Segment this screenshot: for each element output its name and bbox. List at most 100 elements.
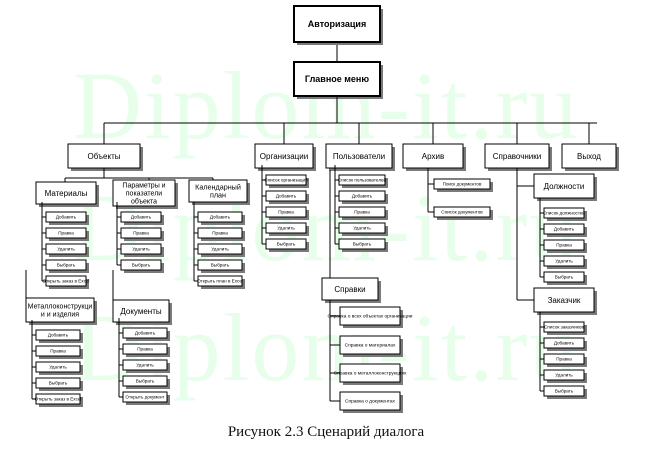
documents-item-label: Открыть документ [125, 395, 165, 400]
calendar-item-label: Правка [212, 231, 228, 236]
metal-item: Выбрать [35, 377, 83, 391]
materials-item: Открыть заказ в Excel [43, 275, 90, 289]
documents-item-label: Выбрать [136, 379, 155, 384]
users-node-label: Пользователи [333, 152, 385, 161]
materials-item: Удалить [45, 243, 89, 257]
objects-node-label: Объекты [88, 152, 121, 161]
organizations-item: Выбрать [265, 238, 309, 252]
help-item-label: Справка о документах [345, 399, 396, 405]
documents-item: Открыть документ [122, 391, 170, 405]
organizations-item-label: Правка [278, 210, 294, 215]
auth-node-label: Авторизация [308, 19, 366, 29]
params-item: Выбрать [120, 259, 164, 273]
params-item-label: Добавить [131, 215, 152, 220]
calendar-item-label: Открыть план в Excel [197, 279, 243, 284]
documents-item: Выбрать [122, 375, 170, 389]
materials-item-label: Правка [58, 231, 74, 236]
calendar-item: Добавить [197, 211, 245, 225]
organizations-item-label: Список организаций [264, 177, 308, 183]
search-docs-item-label: Поиск документов [443, 182, 482, 187]
organizations-item: Правка [265, 206, 309, 220]
metal-node-label: и и изделия [41, 311, 79, 318]
calendar-item-label: Добавить [210, 215, 231, 220]
organizations-item-label: Удалить [277, 226, 295, 231]
users-item: Удалить [338, 222, 388, 236]
customer-node: Заказчик [533, 287, 597, 315]
help-item: Справка о документах [339, 391, 403, 413]
customer-item-label: Удалить [555, 373, 573, 378]
params-item: Удалить [120, 243, 164, 257]
users-node: Пользователи [325, 143, 395, 171]
organizations-item-label: Выбрать [277, 242, 296, 247]
main-menu-node-label: Главное меню [305, 74, 369, 84]
customer-item: Выбрать [543, 385, 587, 399]
customer-item: Удалить [543, 369, 587, 383]
help-item-label: Справка о металлоконструкциях [334, 371, 407, 377]
customer-item: Правка [543, 353, 587, 367]
users-item-label: Список пользователей [338, 177, 387, 183]
calendar-item: Выбрать [197, 259, 245, 273]
metal-item-label: Правка [50, 349, 66, 354]
docs-list-item-label: Список документов [441, 210, 483, 215]
customer-item-label: Добавить [554, 341, 575, 346]
materials-item-label: Открыть заказ в Excel [43, 279, 90, 284]
positions-item-label: Список должностей [543, 210, 585, 216]
archive-node: Архив [402, 143, 466, 171]
documents-item: Правка [122, 343, 170, 357]
documents-item-label: Добавить [135, 331, 156, 336]
metal-item-label: Добавить [48, 333, 69, 338]
references-node: Справочники [484, 143, 552, 171]
users-item-label: Выбрать [353, 242, 372, 247]
positions-item: Добавить [543, 223, 587, 237]
positions-item-label: Добавить [554, 227, 575, 232]
params-item: Добавить [120, 211, 164, 225]
users-item-label: Правка [354, 210, 370, 215]
auth-node: Авторизация [293, 5, 383, 45]
materials-node-label: Материалы [45, 189, 88, 198]
exit-node: Выход [561, 143, 619, 171]
calendar-item-label: Выбрать [211, 263, 230, 268]
references-node-label: Справочники [493, 152, 541, 161]
documents-node: Документы [112, 299, 172, 325]
customer-item: Список заказчиков [543, 321, 587, 335]
help-item-label: Справка о всех объектах организации [328, 314, 413, 320]
help-item: Справка о всех объектах организации [328, 306, 413, 328]
exit-node-label: Выход [577, 152, 601, 161]
params-node-label: Параметры и [122, 182, 165, 189]
users-item: Правка [338, 206, 388, 220]
main-menu-node: Главное меню [293, 61, 383, 99]
params-node-label: объекта [131, 197, 157, 205]
organizations-item-label: Добавить [276, 194, 297, 199]
customer-item-label: Выбрать [555, 389, 574, 394]
metal-item-label: Выбрать [49, 381, 68, 386]
calendar-item: Правка [197, 227, 245, 241]
metal-item-label: Удалить [49, 365, 67, 370]
organizations-node-label: Организации [260, 152, 308, 161]
params-node-label: показатели [126, 190, 163, 197]
users-item: Добавить [338, 190, 388, 204]
metal-item: Удалить [35, 361, 83, 375]
calendar-node-label: план [210, 191, 226, 200]
documents-item-label: Удалить [136, 363, 154, 368]
positions-item: Выбрать [543, 271, 587, 285]
docs-list-item: Список документов [433, 206, 493, 220]
metal-item: Добавить [35, 329, 83, 343]
metal-node-label: Металлоконструкци [28, 303, 93, 310]
users-item-label: Добавить [352, 194, 373, 199]
materials-item-label: Добавить [56, 215, 77, 220]
search-docs-item: Поиск документов [433, 178, 493, 192]
calendar-item: Открыть план в Excel [197, 275, 245, 289]
params-item-label: Выбрать [132, 263, 151, 268]
users-item: Выбрать [338, 238, 388, 252]
materials-item-label: Удалить [57, 247, 75, 252]
archive-node-label: Архив [422, 152, 444, 161]
calendar-node-label: Календарный [195, 182, 241, 191]
users-item: Список пользователей [338, 174, 388, 188]
positions-node-label: Должности [544, 182, 585, 191]
documents-item: Добавить [122, 327, 170, 341]
organizations-node: Организации [254, 143, 316, 171]
figure-caption: Рисунок 2.3 Сценарий диалога [227, 424, 425, 440]
